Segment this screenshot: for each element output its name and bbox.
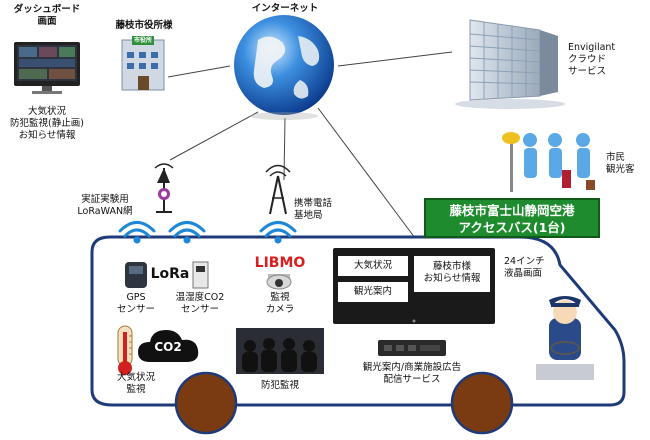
dashboard-title-line1: ダッシュボード	[13, 4, 81, 15]
citizens-line2: 観光客	[606, 164, 635, 175]
security-monitor-label: 防犯監視	[260, 380, 299, 391]
lcd-item-tourism: 観光案内	[353, 286, 392, 297]
cloud-office-building-icon	[455, 19, 565, 109]
bus-banner-line1: 藤枝市富士山静岡空港	[449, 203, 575, 218]
lcd-item-air: 大気状況	[353, 260, 392, 271]
libmo-logo: LIBMO	[254, 255, 306, 271]
dashboard-desc-line3: お知らせ情報	[18, 130, 76, 141]
cloud-service-line2: クラウド	[568, 54, 607, 65]
citizens-line1: 市民	[606, 152, 626, 163]
camera-icon	[266, 274, 292, 290]
lcd-size-line1: 24インチ	[504, 256, 545, 267]
cell-station-line2: 基地局	[294, 210, 323, 221]
bus-banner-line2: アクセスバス(1台)	[458, 220, 566, 235]
dashboard-desc-line2: 防犯監視(静止画)	[10, 118, 84, 129]
security-monitor-icon	[236, 328, 324, 374]
lcd-size-line2: 液晶画面	[504, 268, 543, 279]
gps-line1: GPS	[126, 292, 146, 303]
bus-outline	[90, 235, 626, 407]
dashboard-monitor-icon	[14, 42, 80, 94]
bus-banner: 藤枝市富士山静岡空港 アクセスバス(1台)	[424, 198, 600, 238]
network-lines	[167, 51, 453, 239]
city-office-label: 藤枝市役所様	[115, 20, 173, 31]
bus-wheel-left	[174, 371, 238, 435]
camera-line1: 監視	[270, 292, 290, 303]
gps-sensor-icon	[125, 262, 147, 288]
globe-icon	[234, 15, 334, 120]
signage-box-icon	[378, 340, 446, 356]
signage-line1: 観光案内/商業施設広告	[362, 362, 462, 373]
temp-sensor-line1: 温湿度CO2	[175, 292, 225, 303]
bus-driver-icon	[536, 296, 594, 380]
air-monitor-line1: 大気状況	[116, 372, 155, 383]
camera-line2: カメラ	[265, 304, 295, 315]
lora-logo: LoRa	[150, 266, 190, 282]
dashboard-desc-line1: 大気状況	[27, 106, 66, 117]
internet-label: インターネット	[251, 3, 319, 14]
air-monitor-line2: 監視	[126, 384, 146, 395]
co2-cloud-icon	[138, 330, 199, 362]
citizens-icon	[502, 132, 595, 192]
cell-tower-icon	[265, 164, 291, 215]
thermometer-icon	[117, 325, 133, 375]
temp-sensor-device-icon	[192, 261, 209, 289]
temp-sensor-line2: センサー	[180, 304, 219, 315]
cloud-service-line1: Envigilant	[568, 42, 616, 53]
cell-station-line1: 携帯電話	[294, 198, 333, 209]
bus-wheel-right	[450, 371, 514, 435]
lcd-item-city: 藤枝市様	[432, 261, 471, 272]
lorawan-line2: LoRaWAN網	[77, 206, 133, 217]
cloud-service-line3: サービス	[568, 66, 607, 77]
city-office-building-icon	[121, 36, 165, 91]
lorawan-tower-icon	[154, 163, 174, 213]
wifi-icons	[118, 221, 297, 244]
city-office-sign: 市役所	[133, 37, 152, 44]
lorawan-line1: 実証実験用	[81, 194, 129, 205]
co2-label: CO2	[154, 340, 182, 354]
lcd-item-notice: お知らせ情報	[423, 273, 481, 284]
dashboard-title-line2: 画面	[37, 16, 57, 27]
signage-line2: 配信サービス	[383, 374, 441, 385]
gps-line2: センサー	[116, 304, 155, 315]
lcd-screen	[333, 248, 495, 324]
